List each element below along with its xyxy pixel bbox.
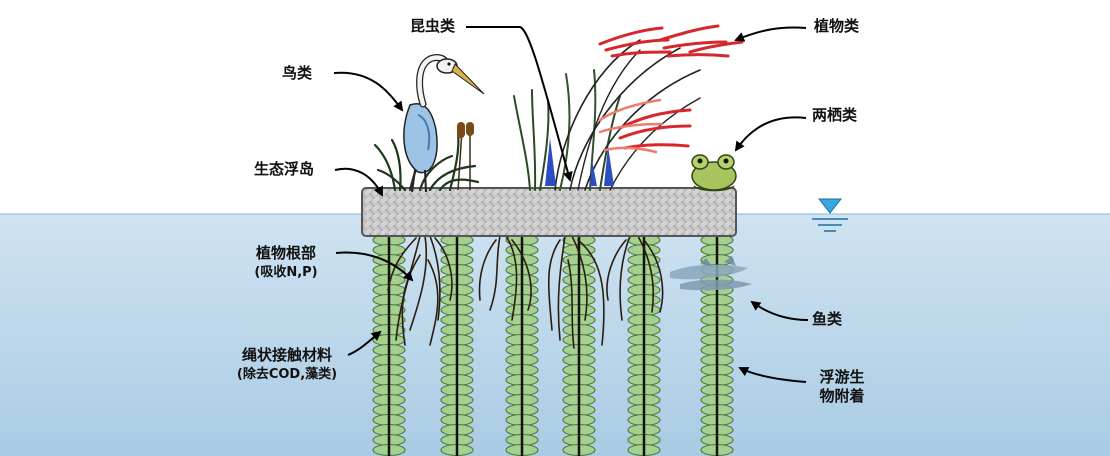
label-plant-roots-note: (吸收N,P) bbox=[254, 265, 318, 280]
arrow-floating-island bbox=[334, 167, 383, 197]
label-rope-material: 绳状接触材料 bbox=[241, 346, 332, 364]
arrow-fish bbox=[750, 300, 809, 321]
arrow-plant-roots bbox=[335, 251, 414, 282]
arrow-rope-material bbox=[347, 330, 382, 356]
arrow-plants bbox=[734, 26, 807, 42]
label-plankton-line2: 物附着 bbox=[819, 387, 865, 405]
label-floating-island: 生态浮岛 bbox=[254, 160, 315, 178]
label-plankton-block: 浮游生 物附着 bbox=[810, 368, 874, 406]
arrow-insects bbox=[466, 26, 573, 182]
floating-island-block bbox=[361, 187, 737, 237]
label-fish: 鱼类 bbox=[812, 310, 843, 328]
water-level-icon bbox=[812, 198, 848, 232]
water-body bbox=[0, 214, 1110, 456]
arrow-amphibians bbox=[734, 116, 807, 152]
frog-icon bbox=[691, 154, 737, 192]
cattail-icon bbox=[457, 122, 474, 191]
label-rope-material-block: 绳状接触材料 (除去COD,藻类) bbox=[226, 346, 348, 384]
label-amphibians: 两栖类 bbox=[812, 106, 858, 124]
plume-icon bbox=[598, 24, 744, 150]
rope-discs bbox=[372, 233, 734, 456]
label-insects: 昆虫类 bbox=[410, 17, 456, 35]
arrow-birds bbox=[333, 71, 404, 112]
plume-light-icon bbox=[598, 98, 664, 154]
plant-roots bbox=[387, 235, 664, 349]
label-birds: 鸟类 bbox=[282, 64, 313, 82]
label-plants: 植物类 bbox=[814, 17, 860, 35]
fish-school-icon bbox=[670, 256, 752, 291]
label-plankton-line1: 浮游生 bbox=[819, 368, 865, 386]
label-rope-material-note: (除去COD,藻类) bbox=[236, 367, 338, 382]
blue-reed-icon bbox=[545, 138, 614, 186]
callout-arrows bbox=[333, 26, 809, 383]
label-plant-roots-block: 植物根部 (吸收N,P) bbox=[238, 244, 334, 282]
heron-icon bbox=[403, 54, 485, 193]
arrow-plankton bbox=[738, 367, 807, 383]
label-plant-roots: 植物根部 bbox=[255, 244, 316, 262]
